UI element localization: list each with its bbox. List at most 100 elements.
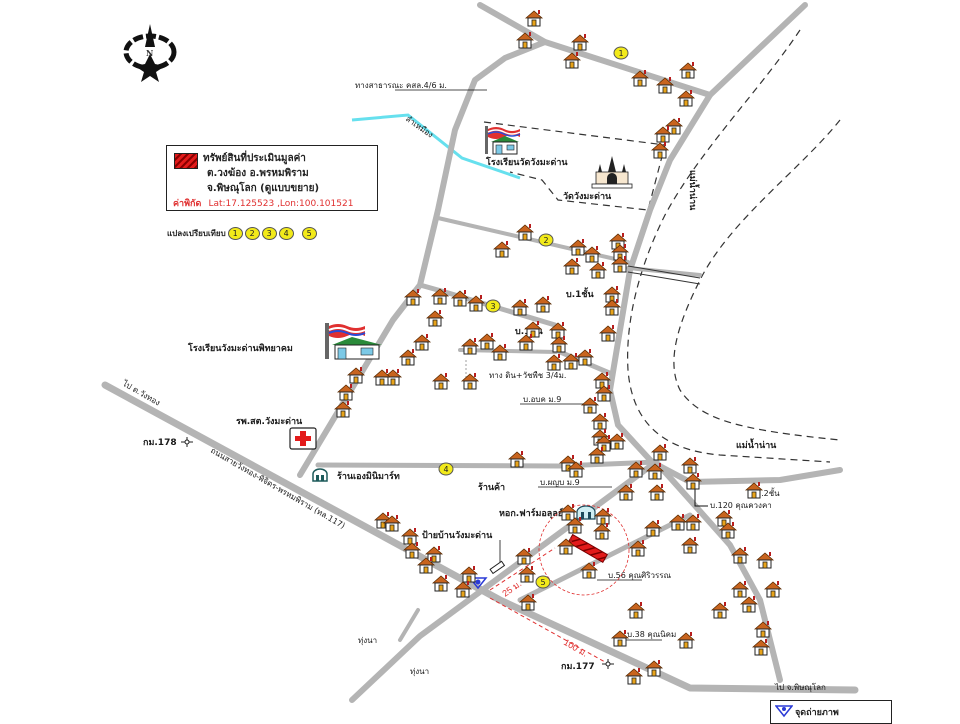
school-label: โรงเรียนวังมะด่านพิทยาคม bbox=[187, 342, 293, 354]
village-sign-icon bbox=[489, 560, 506, 575]
house-icon bbox=[681, 536, 699, 554]
to-phitsanulok-label: ไป จ.พิษณุโลก bbox=[774, 682, 826, 692]
house-osm-label: บ.อบค ม.9 bbox=[523, 395, 561, 404]
temple-icon bbox=[591, 156, 633, 189]
house-icon bbox=[432, 372, 450, 390]
canal-label: ลำเหมือง bbox=[404, 114, 435, 139]
house-icon bbox=[581, 396, 599, 414]
house-icon bbox=[557, 537, 575, 555]
house-icon bbox=[589, 261, 607, 279]
house-icon bbox=[334, 400, 352, 418]
bridge-line bbox=[627, 271, 701, 285]
comparison-marker-4[interactable]: 4 bbox=[438, 462, 454, 476]
house-icon bbox=[669, 513, 687, 531]
school-temple-label: โรงเรียนวัดวังมะด่าน bbox=[485, 156, 568, 168]
hospital-icon bbox=[289, 427, 317, 450]
coord-label: ค่าพิกัด bbox=[173, 199, 202, 209]
river bbox=[627, 29, 841, 463]
house-icon bbox=[608, 432, 626, 450]
house-icon bbox=[404, 288, 422, 306]
comparison-label: แปลงเปรียบเทียบ bbox=[167, 229, 226, 238]
km177-label: กม.177 bbox=[561, 662, 595, 672]
house-icon bbox=[426, 309, 444, 327]
public-road-label: ทางสาธารณะ คสล.4/6 ม. bbox=[355, 81, 447, 90]
house-icon bbox=[711, 601, 729, 619]
km-marker-icon bbox=[181, 437, 193, 447]
house-icon bbox=[508, 450, 526, 468]
river-north-label: แม่น้ำน่าน bbox=[687, 170, 700, 211]
distance-line-25m bbox=[489, 547, 556, 591]
house-icon bbox=[399, 348, 417, 366]
house-icon bbox=[611, 629, 629, 647]
house-icon bbox=[745, 481, 763, 499]
hospital-label: รพ.สต.วังมะด่าน bbox=[236, 416, 303, 427]
house-icon bbox=[731, 580, 749, 598]
house-icon bbox=[461, 372, 479, 390]
house-icon bbox=[347, 366, 365, 384]
house-icon bbox=[511, 298, 529, 316]
dorm-icon bbox=[576, 505, 596, 520]
house-icon bbox=[337, 383, 355, 401]
canal bbox=[351, 113, 521, 180]
comparison-marker-5[interactable]: 5 bbox=[535, 575, 551, 589]
comparison-legend-4: 4 bbox=[278, 227, 294, 240]
house-icon bbox=[644, 519, 662, 537]
house-icon bbox=[373, 368, 391, 386]
house-icon bbox=[563, 51, 581, 69]
house-icon bbox=[677, 631, 695, 649]
comparison-legend: แปลงเปรียบเทียบ 1 2 3 4 5 bbox=[167, 227, 317, 240]
bridge-line bbox=[627, 265, 701, 279]
house-icon bbox=[715, 509, 733, 527]
highway-label: ถนนสายวังทอง-พิจิตร-พรหมพิราม (ทล.117) bbox=[209, 446, 347, 531]
svg-text:1: 1 bbox=[619, 49, 624, 58]
river-east-label: แม่น้ำน่าน bbox=[736, 438, 777, 451]
comparison-legend-5: 5 bbox=[301, 227, 317, 240]
house-icon bbox=[627, 601, 645, 619]
coord-value: Lat:17.125523 ,Lon:100.101521 bbox=[208, 199, 354, 209]
comparison-marker-1[interactable]: 1 bbox=[613, 46, 629, 60]
house-icon bbox=[524, 320, 542, 338]
house-icon bbox=[516, 31, 534, 49]
house-icon bbox=[764, 580, 782, 598]
house-icon bbox=[534, 295, 552, 313]
camera-view-icon bbox=[775, 705, 793, 718]
house-icon bbox=[545, 353, 563, 371]
svg-text:5: 5 bbox=[541, 578, 546, 587]
property-swatch bbox=[174, 153, 198, 169]
km-marker-icon bbox=[602, 659, 614, 669]
temple-label: วัดวังมะด่าน bbox=[563, 191, 612, 202]
house-icon bbox=[571, 33, 589, 51]
legend-title: ทรัพย์สินที่ประเมินมูลค่า bbox=[203, 153, 306, 164]
village-sign-label: ป้ายบ้านวังมะด่าน bbox=[422, 530, 493, 541]
house-icon bbox=[583, 245, 601, 263]
svg-text:3: 3 bbox=[491, 302, 496, 311]
comparison-marker-2[interactable]: 2 bbox=[538, 233, 554, 247]
house-1floor-label: บ.1ชั้น bbox=[566, 287, 595, 300]
svg-text:4: 4 bbox=[444, 465, 449, 474]
house-pyb-label: บ.ผญบ ม.9 bbox=[540, 478, 580, 487]
legend-box: ทรัพย์สินที่ประเมินมูลค่า ต.วงฆ้อง อ.พรห… bbox=[166, 145, 378, 211]
field-label: ทุ่งนา bbox=[410, 667, 429, 676]
house-icon bbox=[591, 412, 609, 430]
legend-province: จ.พิษณุโลก (ดูแบบขยาย) bbox=[207, 183, 320, 194]
house-icon bbox=[525, 9, 543, 27]
house-120-label: บ.120 คุณควงคา bbox=[710, 501, 772, 510]
house-icon bbox=[563, 257, 581, 275]
house-56-label: บ.56 คุณศิริวรรณ bbox=[608, 571, 672, 580]
house-icon bbox=[654, 125, 672, 143]
house-icon bbox=[648, 483, 666, 501]
school-icon bbox=[485, 126, 521, 155]
temple-zone-boundary bbox=[483, 121, 666, 211]
dorm-label: หอก.ฟาร์มอลุลย์ bbox=[499, 507, 563, 519]
comparison-legend-1: 1 bbox=[227, 227, 243, 240]
house-icon bbox=[588, 446, 606, 464]
house-icon bbox=[569, 238, 587, 256]
comparison-marker-3[interactable]: 3 bbox=[485, 299, 501, 313]
house-icon bbox=[461, 337, 479, 355]
house-icon bbox=[593, 371, 611, 389]
house-icon bbox=[756, 551, 774, 569]
camera-view-icon bbox=[468, 577, 488, 590]
house-icon bbox=[684, 472, 702, 490]
north-arrow-icon: N bbox=[123, 24, 177, 82]
house-icon bbox=[677, 89, 695, 107]
